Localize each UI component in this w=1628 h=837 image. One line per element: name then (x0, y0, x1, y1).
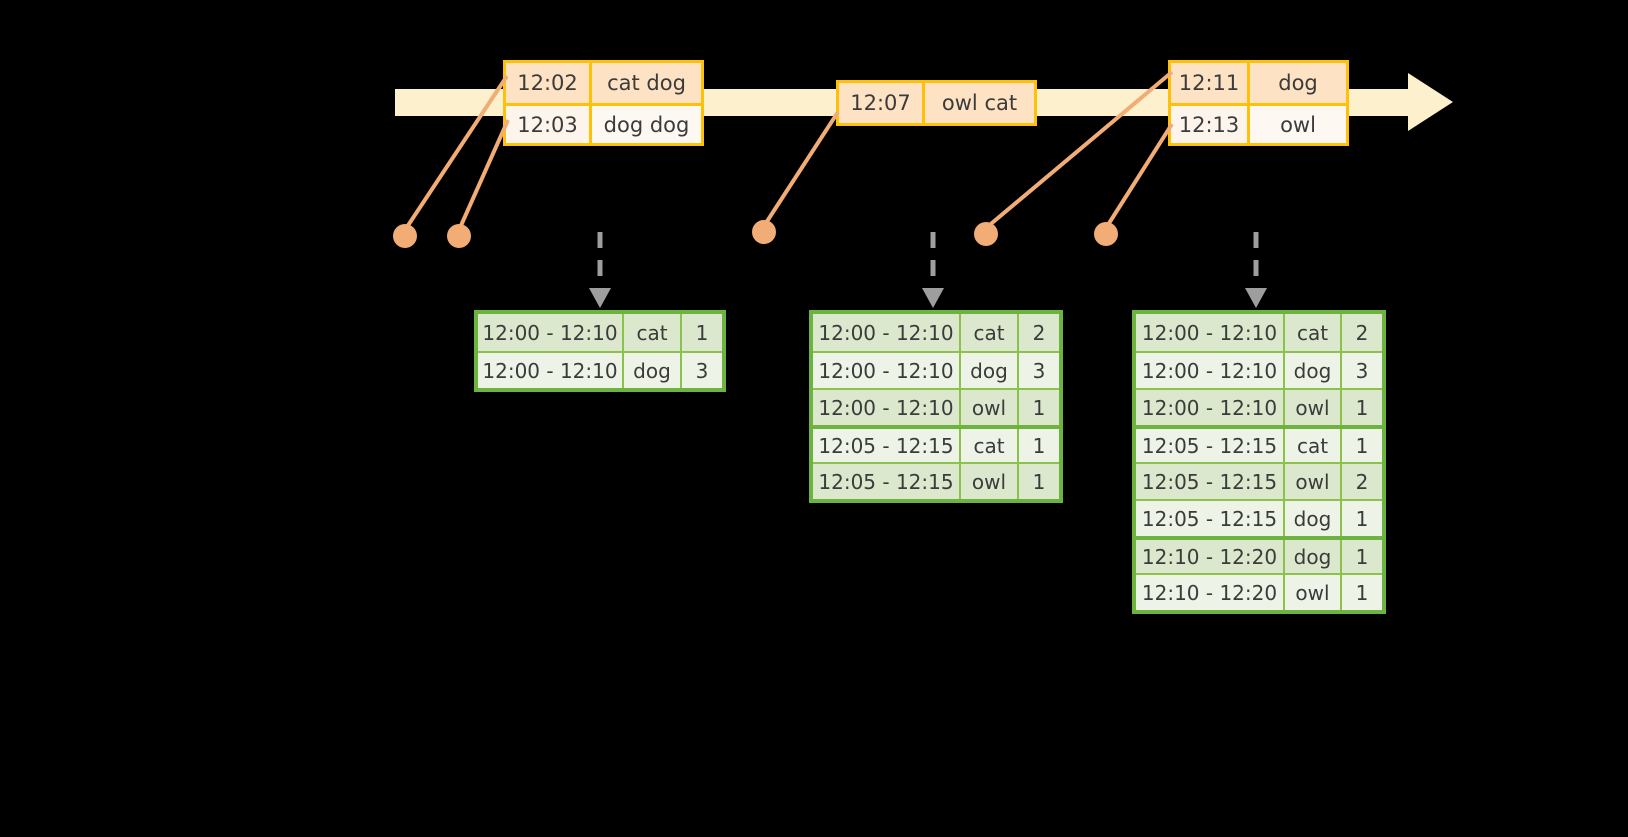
event-time: 12:02 (506, 63, 589, 103)
event-time: 12:07 (839, 83, 922, 123)
connector-line-2 (457, 119, 510, 231)
event-row: 12:03 dog dog (506, 103, 701, 143)
cell-window: 12:10 - 12:20 (1136, 540, 1283, 573)
cell-key: cat (622, 314, 680, 351)
dashed-arrow-group (589, 232, 1267, 308)
cell-window: 12:00 - 12:10 (813, 314, 959, 351)
cell-window: 12:00 - 12:10 (1136, 314, 1283, 351)
event-time: 12:03 (506, 106, 589, 143)
cell-count: 3 (1340, 353, 1382, 388)
cell-window: 12:05 - 12:15 (813, 429, 959, 462)
event-time: 12:13 (1171, 106, 1247, 143)
event-words: dog (1247, 63, 1346, 103)
cell-key: dog (1283, 540, 1340, 573)
cell-count: 1 (1340, 429, 1382, 462)
cell-key: cat (959, 314, 1017, 351)
cell-count: 2 (1340, 464, 1382, 499)
cell-count: 2 (1340, 314, 1382, 351)
cell-key: dog (959, 353, 1017, 388)
cell-window: 12:00 - 12:10 (478, 353, 622, 388)
connector-dot-3 (752, 220, 776, 244)
cell-window: 12:00 - 12:10 (1136, 353, 1283, 388)
cell-window: 12:10 - 12:20 (1136, 575, 1283, 610)
cell-count: 1 (680, 314, 722, 351)
event-row: 12:07 owl cat (839, 83, 1034, 123)
timeline-arrowhead-icon (1408, 73, 1453, 131)
cell-window: 12:05 - 12:15 (813, 464, 959, 499)
dashed-arrow-2-head-icon (922, 288, 944, 308)
connector-line-5 (1104, 122, 1174, 230)
cell-count: 1 (1017, 429, 1059, 462)
event-words: cat dog (589, 63, 701, 103)
event-row: 12:11 dog (1171, 63, 1346, 103)
cell-key: dog (622, 353, 680, 388)
cell-count: 1 (1017, 464, 1059, 499)
cell-key: owl (1283, 390, 1340, 425)
dashed-arrow-3-head-icon (1245, 288, 1267, 308)
cell-window: 12:00 - 12:10 (478, 314, 622, 351)
event-box-group-2: 12:07 owl cat (836, 80, 1037, 126)
cell-count: 1 (1340, 390, 1382, 425)
cell-count: 1 (1017, 390, 1059, 425)
connector-dot-4 (974, 222, 998, 246)
event-box-group-1: 12:02 cat dog 12:03 dog dog (503, 60, 704, 146)
cell-window: 12:00 - 12:10 (813, 390, 959, 425)
cell-window: 12:05 - 12:15 (1136, 464, 1283, 499)
cell-key: cat (1283, 429, 1340, 462)
cell-key: dog (1283, 353, 1340, 388)
cell-window: 12:00 - 12:10 (1136, 390, 1283, 425)
cell-key: cat (959, 429, 1017, 462)
cell-count: 1 (1340, 575, 1382, 610)
event-words: owl (1247, 106, 1346, 143)
cell-key: owl (959, 390, 1017, 425)
cell-count: 1 (1340, 540, 1382, 573)
cell-key: owl (1283, 575, 1340, 610)
cell-count: 1 (1340, 501, 1382, 536)
dashed-arrow-1-head-icon (589, 288, 611, 308)
event-time: 12:11 (1171, 63, 1247, 103)
cell-count: 2 (1017, 314, 1059, 351)
cell-key: dog (1283, 501, 1340, 536)
cell-window: 12:05 - 12:15 (1136, 501, 1283, 536)
cell-key: owl (959, 464, 1017, 499)
cell-window: 12:05 - 12:15 (1136, 429, 1283, 462)
connector-line-3 (762, 110, 840, 228)
event-row: 12:13 owl (1171, 103, 1346, 143)
connector-dot-5 (1094, 222, 1118, 246)
event-box-group-3: 12:11 dog 12:13 owl (1168, 60, 1349, 146)
connector-dot-1 (393, 224, 417, 248)
cell-key: cat (1283, 314, 1340, 351)
event-words: owl cat (922, 83, 1034, 123)
cell-window: 12:00 - 12:10 (813, 353, 959, 388)
event-row: 12:02 cat dog (506, 63, 701, 103)
cell-key: owl (1283, 464, 1340, 499)
event-words: dog dog (589, 106, 701, 143)
cell-count: 3 (680, 353, 722, 388)
connector-dot-2 (447, 224, 471, 248)
cell-count: 3 (1017, 353, 1059, 388)
